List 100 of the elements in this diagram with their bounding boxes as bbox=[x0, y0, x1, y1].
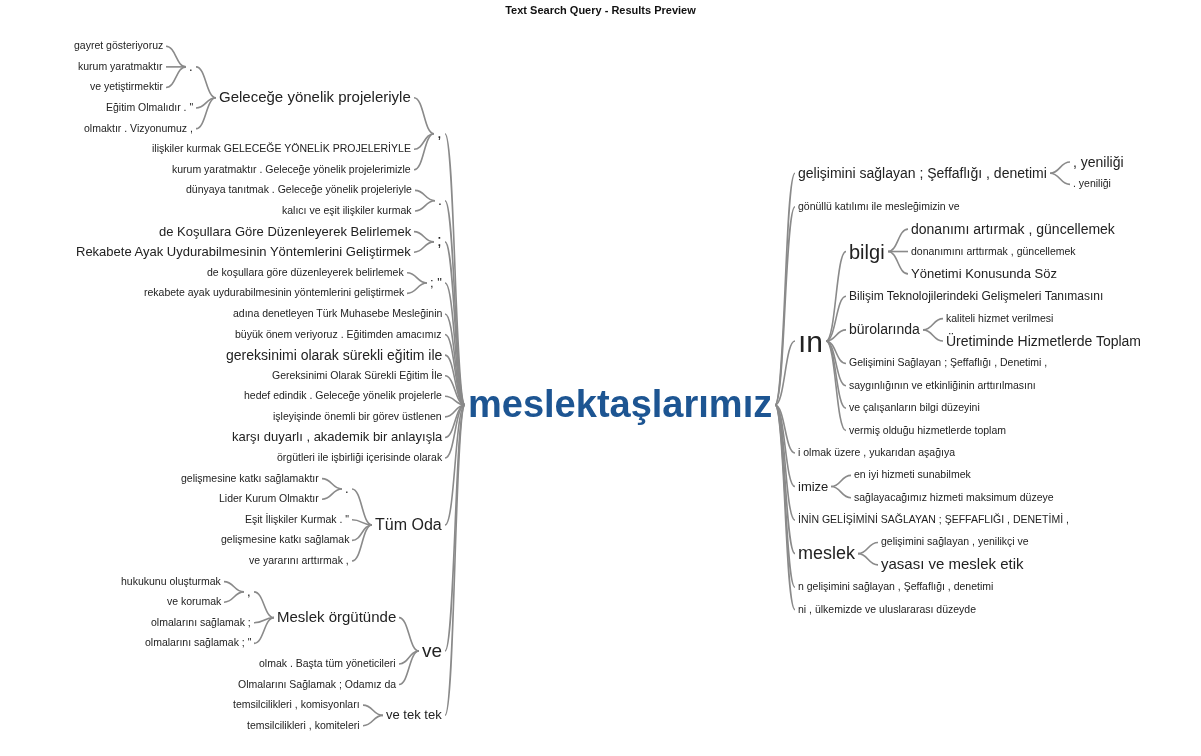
leaf-phrase: Eşit İlişkiler Kurmak . " bbox=[245, 513, 350, 526]
leaf-phrase: ve yetiştirmektir bbox=[90, 81, 163, 93]
leaf-phrase: yasası ve meslek etik bbox=[881, 556, 1024, 573]
branch-line bbox=[165, 66, 187, 68]
leaf-phrase: gönüllü katılımı ile mesleğimizin ve bbox=[798, 200, 960, 213]
branch-line bbox=[830, 485, 852, 499]
branch-line bbox=[413, 133, 435, 171]
leaf-phrase: de Koşullara Göre Düzenleyerek Belirlemek bbox=[159, 224, 412, 239]
leaf-phrase: karşı duyarlı , akademik bir anlayışla bbox=[232, 430, 443, 445]
branch-phrase: ; " bbox=[430, 276, 442, 291]
leaf-phrase: İNİN GELİŞİMİNİ SAĞLAYAN ; ŞEFFAFLIĞI , DENETİMİ , bbox=[798, 514, 1069, 526]
branch-line bbox=[825, 340, 847, 365]
title-text: Text Search Query - Results Preview bbox=[505, 4, 696, 16]
leaf-phrase: temsilcilikleri , komisyonları bbox=[233, 699, 360, 711]
leaf-phrase: temsilcilikleri , komiteleri bbox=[247, 719, 360, 732]
leaf-phrase: büyük önem veriyoruz . Eğitimden amacımız bbox=[235, 328, 442, 341]
leaf-phrase: örgütleri ile işbirliği içerisinde olarak bbox=[277, 452, 443, 464]
branch-line bbox=[351, 519, 373, 526]
leaf-phrase: ve yararını arttırmak , bbox=[249, 555, 349, 567]
branch-line bbox=[321, 488, 343, 501]
branch-line bbox=[253, 616, 275, 645]
leaf-phrase: adına denetleyen Türk Muhasebe Mesleğinin bbox=[233, 307, 443, 320]
leaf-phrase: Üretiminde Hizmetlerde Toplam bbox=[946, 333, 1142, 349]
leaf-phrase: Gereksinimi Olarak Sürekli Eğitim İle bbox=[272, 369, 443, 382]
leaf-phrase: n gelişimini sağlayan , Şeffaflığı , denetimi bbox=[798, 581, 994, 593]
branch-line bbox=[1049, 172, 1071, 186]
leaf-phrase: de koşullara göre düzenleyerek belirlemek bbox=[207, 266, 404, 279]
branch-phrase: Geleceğe yönelik projeleriyle bbox=[219, 89, 411, 106]
leaf-phrase: gayret gösteriyoruz bbox=[74, 40, 164, 52]
branch-phrase: meslek bbox=[798, 543, 855, 564]
leaf-phrase: ilişkiler kurmak GELECEĞE YÖNELİK PROJELERİYLE bbox=[152, 143, 411, 155]
branch-line bbox=[825, 295, 847, 342]
branch-line bbox=[406, 282, 428, 295]
branch-phrase: gelişimini sağlayan ; Şeffaflığı , denetimi bbox=[798, 165, 1047, 182]
branch-line bbox=[195, 96, 217, 109]
branch-line bbox=[857, 552, 879, 566]
leaf-phrase: gelişmesine katkı sağlamak bbox=[221, 534, 350, 546]
branch-line bbox=[165, 45, 187, 68]
leaf-phrase: kaliteli hizmet verilmesi bbox=[946, 312, 1054, 325]
leaf-phrase: saygınlığının ve etkinliğinin arttırılmasını bbox=[849, 379, 1036, 392]
branch-phrase: imize bbox=[798, 479, 829, 494]
leaf-phrase: , yeniliği bbox=[1073, 154, 1124, 170]
leaf-phrase: gereksinimi olarak sürekli eğitim ile bbox=[226, 347, 443, 363]
branch-line bbox=[413, 241, 435, 253]
branch-line bbox=[362, 714, 384, 727]
branch-line bbox=[413, 133, 435, 151]
branch-line bbox=[444, 404, 466, 652]
branch-phrase: , bbox=[247, 584, 251, 600]
leaf-phrase: ve çalışanların bilgi düzeyini bbox=[849, 402, 980, 414]
leaf-phrase: işleyişinde önemli bir görev üstlenen bbox=[273, 410, 442, 423]
leaf-phrase: kurum yaratmaktır bbox=[78, 60, 163, 73]
leaf-phrase: donanımını arttırmak , güncellemek bbox=[911, 245, 1076, 258]
leaf-phrase: kalıcı ve eşit ilişkiler kurmak bbox=[282, 205, 412, 217]
branch-line bbox=[774, 404, 796, 521]
leaf-phrase: vermiş olduğu hizmetlerde toplam bbox=[849, 424, 1006, 437]
leaf-phrase: Lider Kurum Olmaktır bbox=[219, 493, 319, 505]
branch-line bbox=[398, 650, 420, 665]
branch-line bbox=[223, 591, 245, 603]
branch-phrase: bürolarında bbox=[849, 322, 920, 338]
branch-line bbox=[398, 650, 420, 686]
branch-line bbox=[413, 96, 435, 135]
branch-phrase: Meslek örgütünde bbox=[277, 609, 397, 626]
branch-line bbox=[774, 404, 796, 454]
branch-phrase: ve bbox=[422, 640, 443, 662]
leaf-phrase: hukukunu oluşturmak bbox=[121, 575, 221, 588]
leaf-phrase: olmak . Başta tüm yöneticileri bbox=[259, 657, 396, 670]
branch-line bbox=[195, 66, 217, 99]
branch-line bbox=[398, 616, 420, 652]
branch-line bbox=[362, 704, 384, 717]
branch-phrase: ; bbox=[437, 232, 442, 252]
leaf-phrase: . yeniliği bbox=[1073, 178, 1111, 190]
branch-line bbox=[195, 96, 217, 130]
branch-line bbox=[774, 340, 796, 406]
leaf-phrase: dünyaya tanıtmak . Geleceğe yönelik projeleriyle bbox=[186, 184, 412, 196]
leaf-phrase: kurum yaratmaktır . Geleceğe yönelik projelerimizle bbox=[172, 163, 411, 176]
branch-line bbox=[825, 340, 847, 432]
branch-line bbox=[922, 329, 944, 342]
leaf-phrase: Yönetimi Konusunda Söz bbox=[911, 266, 1057, 282]
leaf-phrase: ve korumak bbox=[167, 596, 222, 608]
leaf-phrase: Gelişimini Sağlayan ; Şeffaflığı , Denetimi , bbox=[849, 357, 1048, 369]
leaf-phrase: en iyi hizmeti sunabilmek bbox=[854, 469, 971, 481]
root-word: meslektaşlarımız bbox=[468, 384, 773, 426]
leaf-phrase: Eğitim Olmalıdır . " bbox=[106, 102, 194, 114]
branch-phrase: . bbox=[345, 481, 349, 497]
leaf-phrase: olmalarını sağlamak ; bbox=[151, 616, 251, 629]
leaf-phrase: gelişmesine katkı sağlamaktır bbox=[181, 472, 319, 485]
branch-line bbox=[165, 66, 187, 89]
branch-phrase: ın bbox=[798, 324, 824, 358]
branch-line bbox=[351, 488, 373, 526]
leaf-phrase: Bilişim Teknolojilerindeki Gelişmeleri Tanımasını bbox=[849, 289, 1104, 303]
branch-line bbox=[351, 524, 373, 562]
branch-line bbox=[444, 404, 466, 717]
leaf-phrase: olmalarını sağlamak ; " bbox=[145, 637, 252, 649]
branch-line bbox=[887, 250, 909, 275]
leaf-phrase: Olmalarını Sağlamak ; Odamız da bbox=[238, 678, 397, 691]
branch-line bbox=[857, 541, 879, 555]
branch-phrase: , bbox=[437, 124, 442, 143]
branch-line bbox=[406, 271, 428, 284]
leaf-phrase: gelişimini sağlayan , yenilikçi ve bbox=[881, 536, 1029, 548]
leaf-phrase: i olmak üzere , yukarıdan aşağıya bbox=[798, 446, 955, 459]
